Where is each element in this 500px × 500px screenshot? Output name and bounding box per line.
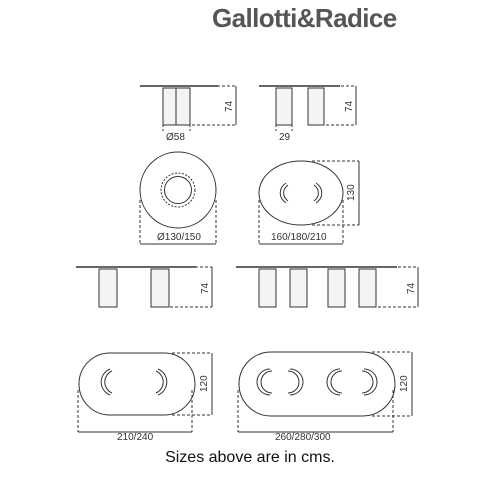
oval-medium-width-label: 120 xyxy=(199,375,210,392)
oval-table-side-view xyxy=(259,85,357,133)
oval-small-width-label: 130 xyxy=(346,184,357,201)
brand-logo: Gallotti&Radice xyxy=(212,3,397,33)
height-label-oval: 74 xyxy=(344,100,355,112)
height-label-large: 74 xyxy=(406,282,417,294)
oval-small-plan-view xyxy=(258,160,360,245)
base-diameter-label: Ø58 xyxy=(166,132,185,143)
round-table-side-view xyxy=(140,85,237,131)
oval-small-length-label: 160/180/210 xyxy=(271,232,327,243)
oval-large-length-label: 260/280/300 xyxy=(275,432,331,443)
height-label-medium: 74 xyxy=(200,282,211,294)
oval-medium-side-view xyxy=(76,266,213,308)
sizes-note: Sizes above are in cms. xyxy=(165,449,335,466)
base-thickness-label: 29 xyxy=(279,132,291,143)
oval-large-plan-view xyxy=(237,351,413,433)
oval-large-side-view xyxy=(236,266,419,308)
oval-large-width-label: 120 xyxy=(399,375,410,392)
round-diameter-label: Ø130/150 xyxy=(157,232,201,243)
round-table-plan-view xyxy=(139,151,217,245)
oval-medium-length-label: 210/240 xyxy=(117,432,154,443)
height-label-round: 74 xyxy=(224,100,235,112)
oval-medium-plan-view xyxy=(77,352,213,433)
